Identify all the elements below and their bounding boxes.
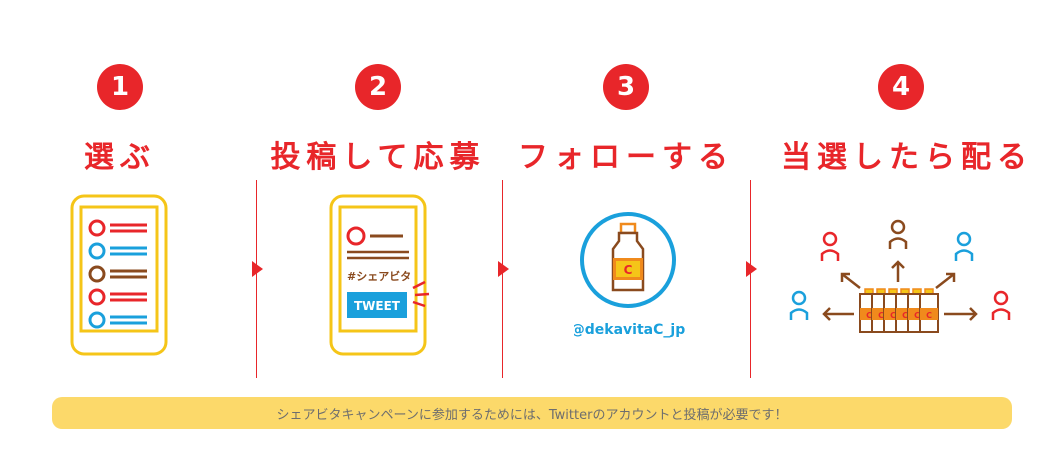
arrow-right-icon (746, 261, 757, 277)
step-title-1: 選ぶ (84, 140, 156, 175)
arrow-right-icon (498, 261, 509, 277)
bottle-letter: C (890, 311, 896, 320)
bottle-letter: C (926, 311, 932, 320)
bottle-letter: C (866, 311, 872, 320)
step-number-4: 4 (878, 64, 924, 110)
step-3: 3 フォローする (506, 64, 746, 176)
bottles-group: C C C C C C (859, 288, 939, 333)
step-4: 4 当選したら配る (781, 64, 1033, 176)
distribute-illustration: C C C C C C (786, 218, 1018, 344)
step-title-4: 当選したら配る (781, 140, 1033, 175)
bottle-letter: C (902, 311, 908, 320)
step-title-3: フォローする (518, 140, 734, 175)
person-icon (820, 231, 840, 261)
divider-3 (750, 180, 751, 378)
step-title-2: 投稿して応募 (270, 140, 486, 175)
hashtag-text: #シェアビタ (347, 269, 411, 283)
bottle-icon: C (611, 222, 645, 292)
divider-2 (502, 180, 503, 378)
person-icon (954, 231, 974, 261)
notice-bar: シェアビタキャンペーンに参加するためには、Twitterのアカウントと投稿が必要… (52, 397, 1012, 429)
step-2: 2 投稿して応募 (258, 64, 498, 176)
person-icon (991, 290, 1011, 320)
notice-text: シェアビタキャンペーンに参加するためには、Twitterのアカウントと投稿が必要… (276, 407, 788, 423)
tweet-button-label: TWEET (354, 299, 401, 313)
bottle-letter: C (624, 263, 633, 277)
bottle-letter: C (878, 311, 884, 320)
phone-list-icon (70, 194, 168, 360)
divider-1 (256, 180, 257, 378)
step-number-2: 2 (355, 64, 401, 110)
step-1: 1 選ぶ (0, 64, 240, 176)
person-icon (789, 290, 809, 320)
step-number-1: 1 (97, 64, 143, 110)
arrow-icon (822, 260, 978, 321)
bottle-letter: C (914, 311, 920, 320)
follow-badge: C @dekavitaC_jp (571, 210, 686, 348)
tweet-button (347, 292, 407, 318)
arrow-right-icon (252, 261, 263, 277)
person-icon (888, 219, 908, 249)
phone-tweet-icon: #シェアビタ TWEET (329, 194, 439, 360)
twitter-handle[interactable]: @dekavitaC_jp (571, 322, 685, 338)
step-number-3: 3 (603, 64, 649, 110)
